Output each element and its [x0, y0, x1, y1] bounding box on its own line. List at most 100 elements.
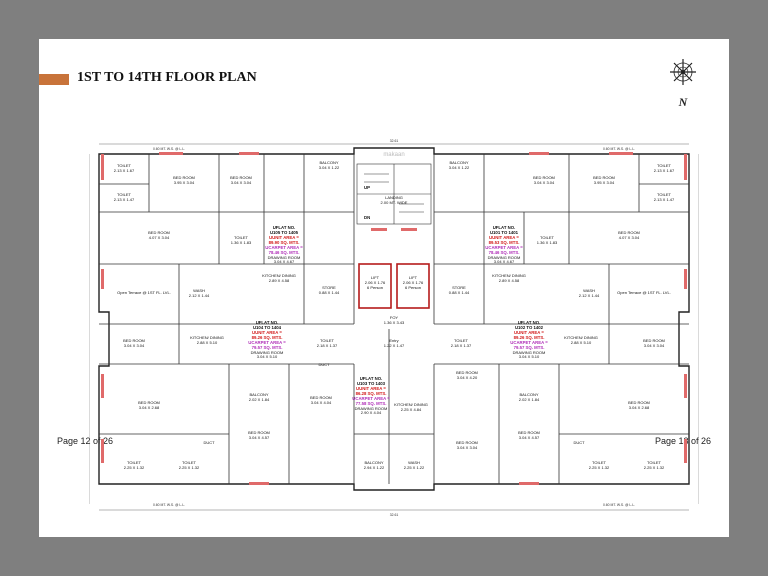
- room-wash-bot-dim: 2.25 X 1.22: [404, 465, 425, 470]
- dim-bottom: 32.61: [390, 513, 399, 517]
- room-bedroom-e: BED ROOM: [310, 395, 332, 400]
- room-duct: DUCT: [318, 362, 330, 367]
- room-labels: TOILET 2.13 X 1.67 TOILET 2.13 X 1.47 BE…: [114, 160, 675, 470]
- room-landing: LANDING: [385, 195, 403, 200]
- room-bedroom-a-r-dim: 3.95 X 3.04: [594, 180, 615, 185]
- room-toilet-d-r: TOILET: [454, 338, 468, 343]
- room-kitchen-a-dim: 2.89 X 4.58: [269, 278, 290, 283]
- unit-101-uarea: 89.53 SQ. MTS.: [489, 240, 520, 245]
- unit-block-101: UFLAT NO. U101 TO 1401 UUNIT AREA = 89.5…: [485, 225, 523, 264]
- room-wash-r-dim: 2.12 X 1.44: [579, 293, 600, 298]
- unit-105-drawing-dim: 3.04 X 4.67: [274, 259, 295, 264]
- room-bedroom-c-r-dim: 4.07 X 3.04: [619, 235, 640, 240]
- room-balcony-top: BALCONY: [319, 160, 338, 165]
- room-bedroom-e-dim: 3.04 X 4.04: [311, 400, 332, 405]
- brochure-page: 1ST TO 14TH FLOOR PLAN N Page 12 of 26 P…: [39, 39, 729, 537]
- north-compass-icon: N: [670, 59, 696, 109]
- room-toilet-f-r-dim: 2.25 X 1.32: [644, 465, 665, 470]
- unit-104-carpet-label: UCARPET AREA =: [248, 340, 286, 345]
- room-entry-dim: 1.22 X 1.47: [384, 343, 405, 348]
- unit-block-104: UFLAT NO. U104 TO 1404 UUNIT AREA = 89.2…: [248, 320, 286, 359]
- room-kitchen-b: KITCHEN/ DINING: [190, 335, 224, 340]
- room-open-terrace: Open Terrace @ 1ST FL. LVL.: [117, 290, 171, 295]
- stair-up-label: UP: [364, 185, 370, 190]
- room-store-a-r: STORE: [452, 285, 466, 290]
- room-foyer: FOY: [390, 315, 399, 320]
- room-bedroom-b-r-dim: 3.04 X 3.04: [534, 180, 555, 185]
- unit-102-carpet-label: UCARPET AREA =: [510, 340, 548, 345]
- unit-102-uarea: 89.26 SQ. MTS.: [514, 335, 545, 340]
- room-foyer-dim: 1.36 X 3.43: [384, 320, 405, 325]
- room-bedroom-c-dim: 4.07 X 3.04: [149, 235, 170, 240]
- room-balcony-mid: BALCONY: [249, 392, 268, 397]
- room-bedroom-h: BED ROOM: [456, 370, 478, 375]
- room-lift1-persons: 6 Person: [367, 285, 383, 290]
- page-number-right: Page 13 of 26: [654, 436, 711, 446]
- unit-block-102: UFLAT NO. U102 TO 1402 UUNIT AREA = 89.2…: [510, 320, 548, 359]
- unit-104-uarea-label: UUNIT AREA =: [252, 330, 282, 335]
- room-bedroom-g: BED ROOM: [248, 430, 270, 435]
- compass-letter: N: [678, 95, 689, 109]
- room-toilet-c-r-dim: 1.36 X 1.83: [537, 240, 558, 245]
- unit-103-drawing: DRAWING ROOM: [355, 406, 388, 411]
- page-title: 1ST TO 14TH FLOOR PLAN: [77, 70, 257, 85]
- room-bedroom-f-r-dim: 3.04 X 2.68: [629, 405, 650, 410]
- room-bedroom-c-r: BED ROOM: [618, 230, 640, 235]
- unit-102-num: U102 TO 1402: [515, 325, 544, 330]
- room-bedroom-a-dim: 3.95 X 3.04: [174, 180, 195, 185]
- room-bedroom-f: BED ROOM: [138, 400, 160, 405]
- room-entry: Entry: [389, 338, 398, 343]
- room-bedroom-a: BED ROOM: [173, 175, 195, 180]
- setback-bottom-right: 0.60 MT. W.S. @ L.L.: [603, 503, 635, 507]
- room-bedroom-f-r: BED ROOM: [628, 400, 650, 405]
- unit-105-uarea: 89.90 SQ. MTS.: [269, 240, 300, 245]
- setback-bottom-left: 0.60 MT. W.S. @ L.L.: [153, 503, 185, 507]
- room-lift1: LIFT: [371, 275, 380, 280]
- unit-102-drawing: DRAWING ROOM: [513, 350, 546, 355]
- unit-105-carpet: 78.46 SQ. MTS.: [269, 250, 300, 255]
- unit-103-uarea-label: UUNIT AREA =: [356, 386, 386, 391]
- room-balcony-mid-r: BALCONY: [519, 392, 538, 397]
- unit-105-name: UFLAT NO.: [273, 225, 296, 230]
- unit-101-num: U101 TO 1401: [490, 230, 519, 235]
- room-bedroom-g-r-dim: 3.04 X 4.57: [519, 435, 540, 440]
- title-accent-bar: [39, 74, 69, 85]
- room-balcony-top-dim: 3.04 X 1.22: [319, 165, 340, 170]
- room-kitchen-a-r-dim: 2.89 X 4.58: [499, 278, 520, 283]
- room-lift2-persons: 6 Person: [405, 285, 421, 290]
- unit-block-105: UFLAT NO. U105 TO 1405 UUNIT AREA = 89.9…: [265, 225, 303, 264]
- unit-104-num: U104 TO 1404: [253, 325, 282, 330]
- room-balcony-bot-dim: 2.94 X 1.22: [364, 465, 385, 470]
- stair-dn-label: DN: [364, 215, 370, 220]
- room-wash-r: WASH: [583, 288, 595, 293]
- room-balcony-mid-r-dim: 2.02 X 1.84: [519, 397, 540, 402]
- room-bedroom-f-dim: 3.04 X 2.68: [139, 405, 160, 410]
- unit-103-name: UFLAT NO.: [360, 376, 383, 381]
- room-kitchen-c-dim: 2.25 X 4.84: [401, 407, 422, 412]
- room-duct-c: DUCT: [573, 440, 585, 445]
- room-open-terrace-r: Open Terrace @ 1ST FL. LVL.: [617, 290, 671, 295]
- unit-103-carpet: 77.58 SQ. MTS.: [356, 401, 387, 406]
- room-toilet-f-r: TOILET: [647, 460, 661, 465]
- unit-104-drawing-dim: 3.04 X 5.10: [257, 354, 278, 359]
- unit-102-uarea-label: UUNIT AREA =: [514, 330, 544, 335]
- room-toilet-d-dim: 2.18 X 1.37: [317, 343, 338, 348]
- room-toilet-a-dim: 2.13 X 1.67: [114, 168, 135, 173]
- page-number-left: Page 12 of 26: [57, 436, 114, 446]
- room-toilet-e: TOILET: [127, 460, 141, 465]
- room-balcony-mid-dim: 2.02 X 1.84: [249, 397, 270, 402]
- unit-101-uarea-label: UUNIT AREA =: [489, 235, 519, 240]
- unit-block-103: UFLAT NO. U103 TO 1403 UUNIT AREA = 86.2…: [352, 376, 390, 415]
- room-toilet-d: TOILET: [320, 338, 334, 343]
- unit-105-carpet-label: UCARPET AREA =: [265, 245, 303, 250]
- room-bedroom-c: BED ROOM: [148, 230, 170, 235]
- room-lift2: LIFT: [409, 275, 418, 280]
- room-bedroom-d-r: BED ROOM: [643, 338, 665, 343]
- room-toilet-c: TOILET: [234, 235, 248, 240]
- room-toilet-e-r-dim: 2.25 X 1.32: [589, 465, 610, 470]
- unit-105-drawing: DRAWING ROOM: [268, 255, 301, 260]
- room-bedroom-g-r: BED ROOM: [518, 430, 540, 435]
- room-toilet-c-dim: 1.36 X 1.83: [231, 240, 252, 245]
- room-balcony-bot: BALCONY: [364, 460, 383, 465]
- setback-top-right: 0.60 MT. W.S. @ L.L.: [603, 147, 635, 151]
